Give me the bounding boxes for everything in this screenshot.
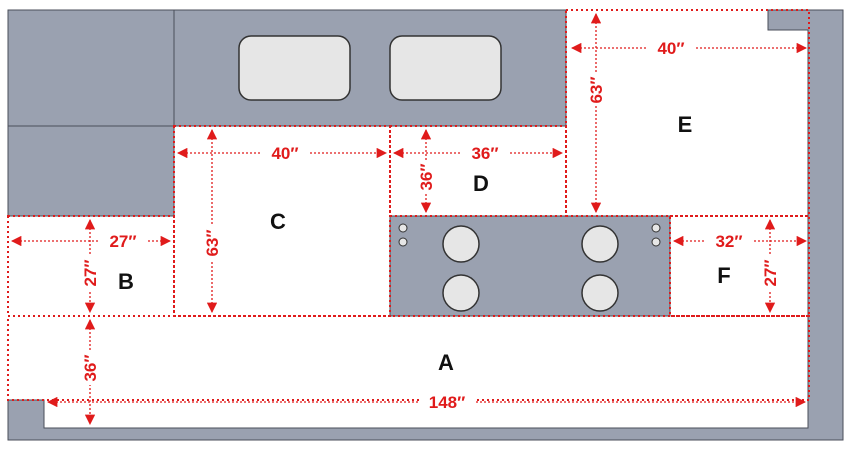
- region-label-c: C: [270, 209, 286, 234]
- dim-e-depth-label: 63″: [587, 76, 606, 103]
- dim-a-depth-label: 36″: [81, 354, 100, 381]
- dim-f-width-label: 32″: [715, 232, 742, 251]
- region-label-f: F: [717, 263, 730, 288]
- dim-d-width-label: 36″: [471, 144, 498, 163]
- region-label-e: E: [678, 112, 693, 137]
- dimension-labels: 40″ 63″ 40″ 63″ 36″ 36″ 27″ 27″ 32″ 27″ …: [80, 38, 780, 412]
- dim-c-depth-label: 63″: [203, 229, 222, 256]
- double-sink-icon: [238, 35, 502, 101]
- region-label-a: A: [438, 350, 454, 375]
- region-b-boundary: [7, 215, 175, 317]
- region-label-b: B: [118, 269, 134, 294]
- region-labels: A B C D E F: [118, 112, 731, 375]
- dim-d-depth-label: 36″: [417, 163, 436, 190]
- control-knob-icon: [398, 223, 661, 247]
- dim-b-depth-label: 27″: [81, 259, 100, 286]
- cooktop-icon: [389, 215, 671, 317]
- dim-b-width-label: 27″: [109, 232, 136, 251]
- region-a-boundary: [7, 315, 810, 401]
- region-label-d: D: [473, 171, 489, 196]
- region-e-boundary: [565, 9, 810, 217]
- dim-a-width-label: 148″: [429, 393, 466, 412]
- dim-f-depth-label: 27″: [761, 259, 780, 286]
- dim-e-width-label: 40″: [657, 39, 684, 58]
- dim-c-width-label: 40″: [271, 144, 298, 163]
